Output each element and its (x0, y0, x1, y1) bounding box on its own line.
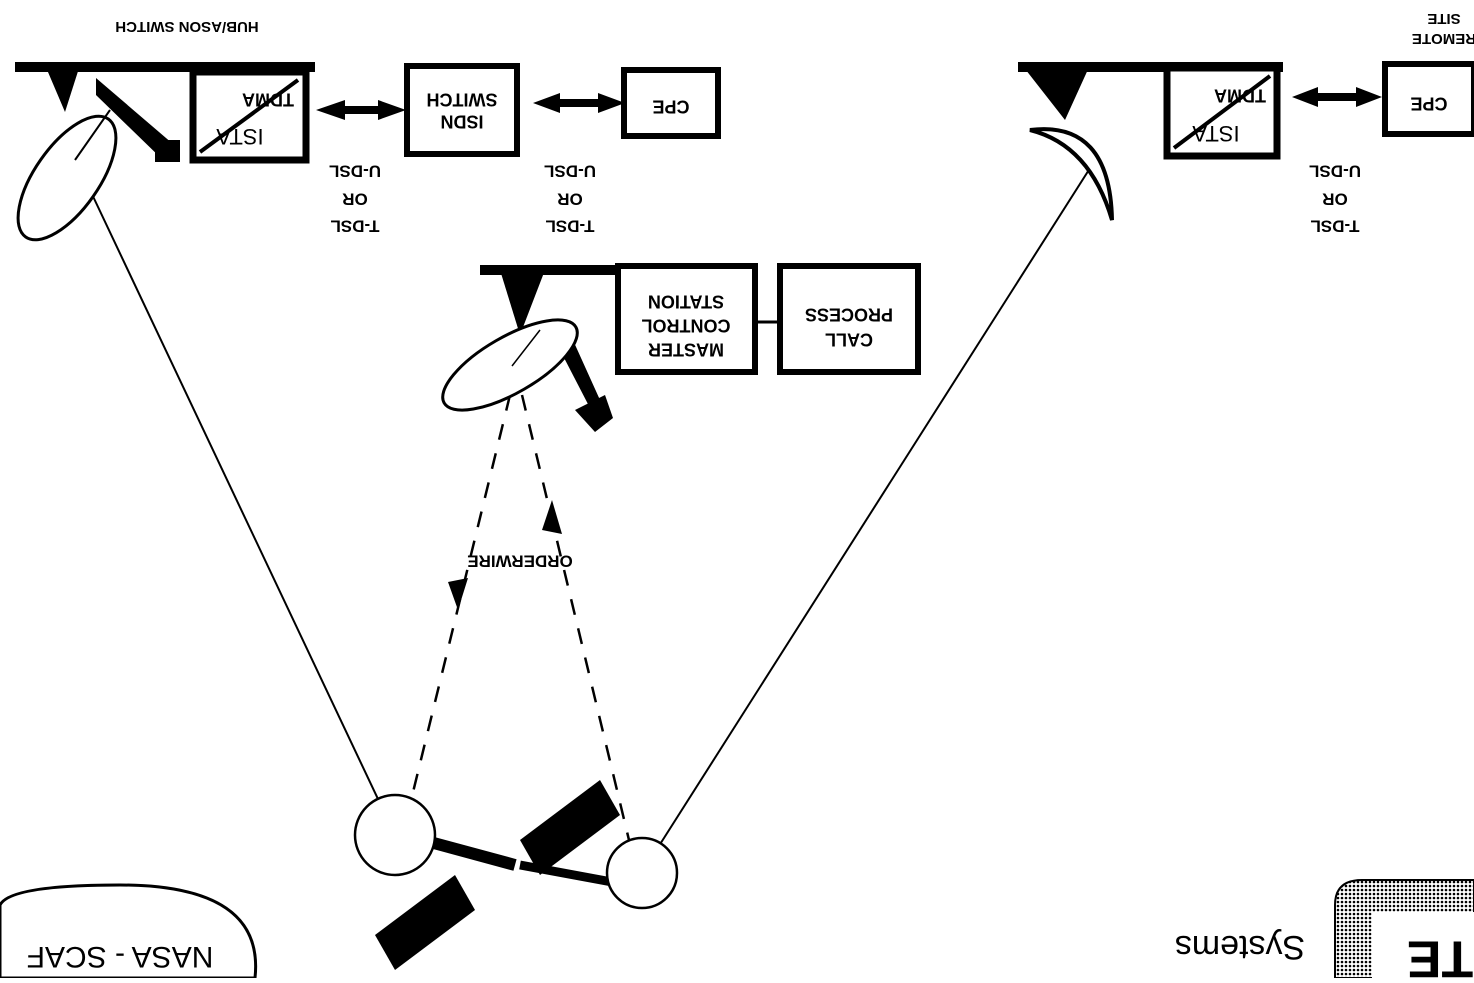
remote-beam-line (649, 164, 1093, 861)
satellite-icon (353, 780, 679, 970)
svg-text:OR: OR (557, 190, 583, 209)
svg-text:T-DSL: T-DSL (330, 217, 379, 236)
svg-text:TDMA: TDMA (242, 89, 294, 109)
svg-text:MASTER: MASTER (648, 339, 724, 359)
svg-text:TDMA: TDMA (1214, 85, 1266, 105)
cpe-box-hub: CPE (621, 67, 721, 139)
isdn-switch-box: SWITCH ISDN (404, 63, 520, 157)
cpe-box-remote: CPE (1382, 61, 1474, 137)
svg-text:T-DSL: T-DSL (545, 217, 594, 236)
svg-text:U-DSL: U-DSL (544, 162, 596, 181)
orderwire-arrow-up-icon (542, 500, 562, 534)
svg-text:CALL: CALL (825, 329, 873, 349)
svg-text:REMOTE: REMOTE (1412, 30, 1474, 47)
svg-text:SWITCH: SWITCH (427, 89, 498, 109)
link-label-group-b: U-DSL OR T-DSL (544, 162, 596, 236)
remote-dish-icon (1018, 62, 1283, 221)
hub-ista-isdn-arrow-icon (316, 100, 406, 120)
corner-logo: TE (1334, 879, 1474, 983)
svg-text:U-DSL: U-DSL (329, 162, 381, 181)
remote-ista-box: TDMA ISTA (1163, 64, 1281, 160)
svg-text:ISDN: ISDN (440, 111, 483, 131)
remote-site-label: SITE REMOTE (1412, 10, 1474, 47)
hub-beam-line (89, 189, 396, 836)
isdn-cpe-arrow-icon (533, 93, 625, 113)
orderwire-line-right (520, 394, 637, 866)
svg-text:ISTA: ISTA (1192, 121, 1240, 146)
svg-text:ISTA: ISTA (216, 124, 264, 149)
svg-text:T-DSL: T-DSL (1310, 217, 1359, 236)
svg-text:CPE: CPE (1410, 93, 1447, 113)
hub-dish-icon (15, 62, 315, 242)
svg-text:OR: OR (342, 190, 368, 209)
svg-text:U-DSL: U-DSL (1309, 162, 1361, 181)
svg-text:TE: TE (1407, 929, 1473, 978)
master-dish-icon (441, 265, 620, 432)
orderwire-arrow-down-icon (448, 578, 468, 610)
hub-ista-box: TDMA ISTA (189, 68, 310, 164)
hub-switch-label: HUB/ASON SWITCH (115, 18, 258, 35)
orderwire-label: ORDERWIRE (467, 552, 572, 571)
svg-text:OR: OR (1322, 190, 1348, 209)
orderwire-line-left (403, 394, 512, 826)
remote-ista-cpe-arrow-icon (1292, 87, 1382, 107)
svg-text:SITE: SITE (1427, 10, 1460, 27)
svg-text:CONTROL: CONTROL (642, 315, 731, 335)
link-label-group-a: U-DSL OR T-DSL (329, 162, 381, 236)
call-process-box: PROCESS CALL (777, 263, 921, 375)
svg-text:CPE: CPE (652, 96, 689, 116)
link-label-group-c: U-DSL OR T-DSL (1309, 162, 1361, 236)
svg-text:STATION: STATION (648, 291, 724, 311)
master-control-station-box: STATION CONTROL MASTER (615, 263, 758, 375)
systems-label: Systems (1175, 928, 1305, 966)
svg-text:PROCESS: PROCESS (805, 304, 893, 324)
svg-text:NASA - SCAF: NASA - SCAF (27, 940, 214, 973)
nasa-scaf-badge: NASA - SCAF (0, 883, 258, 980)
